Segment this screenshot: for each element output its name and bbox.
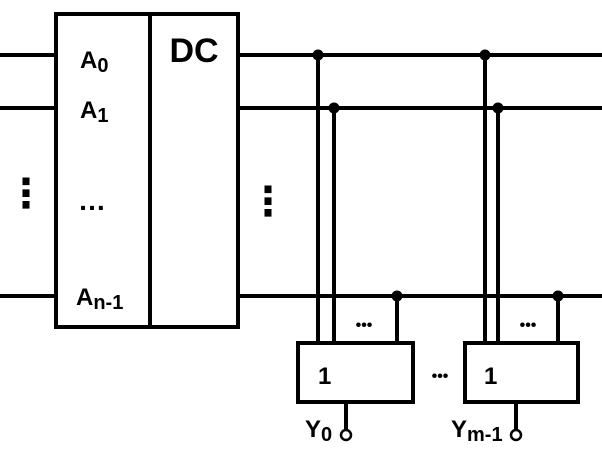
- or-gate-ym1: [463, 341, 580, 404]
- decoder-body: [148, 12, 240, 329]
- junction-dot: [552, 290, 564, 302]
- input-label-ellipsis: …: [78, 185, 106, 216]
- gate2-input-ellipsis: •••: [520, 317, 537, 334]
- between-gates-ellipsis: •••: [432, 368, 449, 385]
- input-label-a0: A0: [80, 47, 108, 77]
- output-circle-y0: [339, 428, 353, 442]
- decoder-title: DC: [169, 32, 218, 70]
- junction-dot: [328, 102, 340, 114]
- output-label-ym1: Ym-1: [451, 416, 503, 446]
- input-label-a1: A1: [80, 97, 108, 127]
- junction-dot: [391, 290, 403, 302]
- decoder-input-panel: [54, 12, 152, 329]
- output-label-y0: Y0: [305, 416, 332, 446]
- output-circle-ym1: [509, 428, 523, 442]
- gate-label-y0: 1: [318, 363, 331, 390]
- mid-vertical-ellipsis: ⋮: [248, 180, 288, 224]
- gate-label-ym1: 1: [484, 363, 497, 390]
- junction-dot: [312, 49, 324, 61]
- left-vertical-ellipsis: ⋮: [6, 172, 46, 216]
- junction-dot: [492, 102, 504, 114]
- input-label-an1: An-1: [76, 284, 123, 314]
- junction-dot: [479, 49, 491, 61]
- gate1-input-ellipsis: •••: [356, 317, 373, 334]
- or-gate-y0: [296, 341, 415, 404]
